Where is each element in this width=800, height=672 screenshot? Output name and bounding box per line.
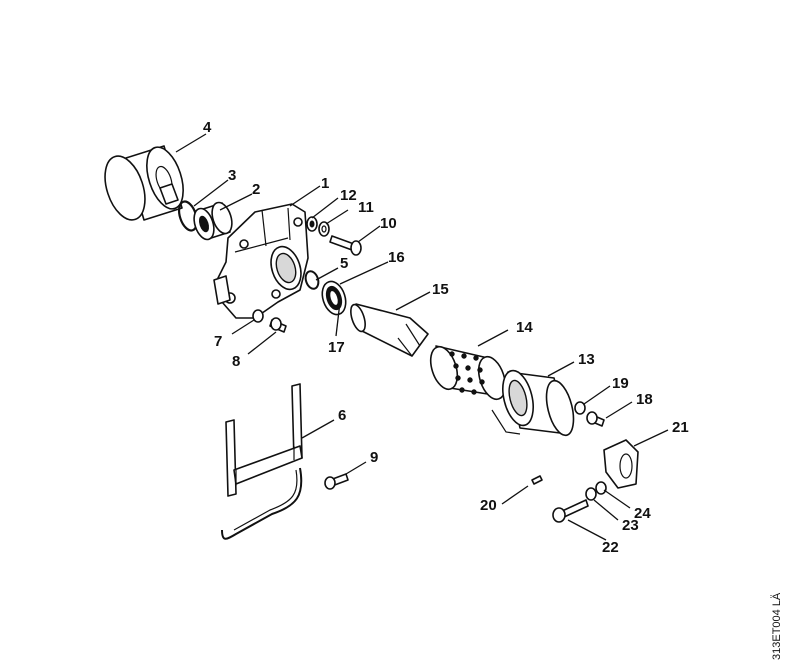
part-14-perforated-sleeve xyxy=(429,345,507,401)
part-18-screw xyxy=(586,411,605,427)
callout-4: 4 xyxy=(203,119,212,136)
callout-20: 20 xyxy=(480,497,497,514)
reference-code: 313ET004 LÄ xyxy=(771,592,783,660)
part-5-circlip xyxy=(304,270,320,290)
callout-7: 7 xyxy=(214,333,222,350)
part-19-washer xyxy=(574,401,586,415)
part-24-washer xyxy=(595,481,607,495)
callout-2: 2 xyxy=(252,181,260,198)
callout-13: 13 xyxy=(578,351,595,368)
callout-24: 24 xyxy=(634,505,651,522)
callout-11: 11 xyxy=(358,199,374,216)
part-9-screw xyxy=(324,473,349,490)
callout-6: 6 xyxy=(338,407,346,424)
part-22-screw xyxy=(552,499,589,523)
callout-9: 9 xyxy=(370,449,378,466)
callout-5: 5 xyxy=(340,255,348,272)
part-15-sleeve xyxy=(350,303,429,357)
part-11-washer xyxy=(318,221,330,237)
part-7-washer xyxy=(252,309,264,323)
callout-18: 18 xyxy=(636,391,653,408)
callout-1: 1 xyxy=(321,175,329,192)
callout-16: 16 xyxy=(388,249,405,266)
part-2-needle-bearing xyxy=(193,201,233,241)
part-16-seal-ring xyxy=(321,280,347,316)
part-8-screw xyxy=(269,317,287,333)
callout-10: 10 xyxy=(380,215,397,232)
part-12-washer xyxy=(306,216,318,232)
part-6-handle-bracket xyxy=(221,383,303,540)
leader-lines xyxy=(175,133,669,541)
callout-labels: 4 3 2 1 12 11 10 5 16 15 17 7 8 14 13 19… xyxy=(203,119,689,556)
part-10-screw xyxy=(329,235,362,256)
callout-19: 19 xyxy=(612,375,629,392)
part-4-clutch-drum xyxy=(104,145,184,221)
callout-12: 12 xyxy=(340,187,357,204)
callout-15: 15 xyxy=(432,281,449,298)
callout-8: 8 xyxy=(232,353,240,370)
part-1-housing xyxy=(213,203,309,319)
part-23-washer xyxy=(585,487,597,501)
part-20-pin xyxy=(531,475,543,485)
callout-21: 21 xyxy=(672,419,689,436)
part-13-housing-tube xyxy=(491,369,575,437)
callout-17: 17 xyxy=(328,339,345,356)
callout-14: 14 xyxy=(516,319,533,336)
callout-22: 22 xyxy=(602,539,619,556)
part-21-clamp xyxy=(603,439,639,489)
callout-23: 23 xyxy=(622,517,639,534)
callout-3: 3 xyxy=(228,167,236,184)
